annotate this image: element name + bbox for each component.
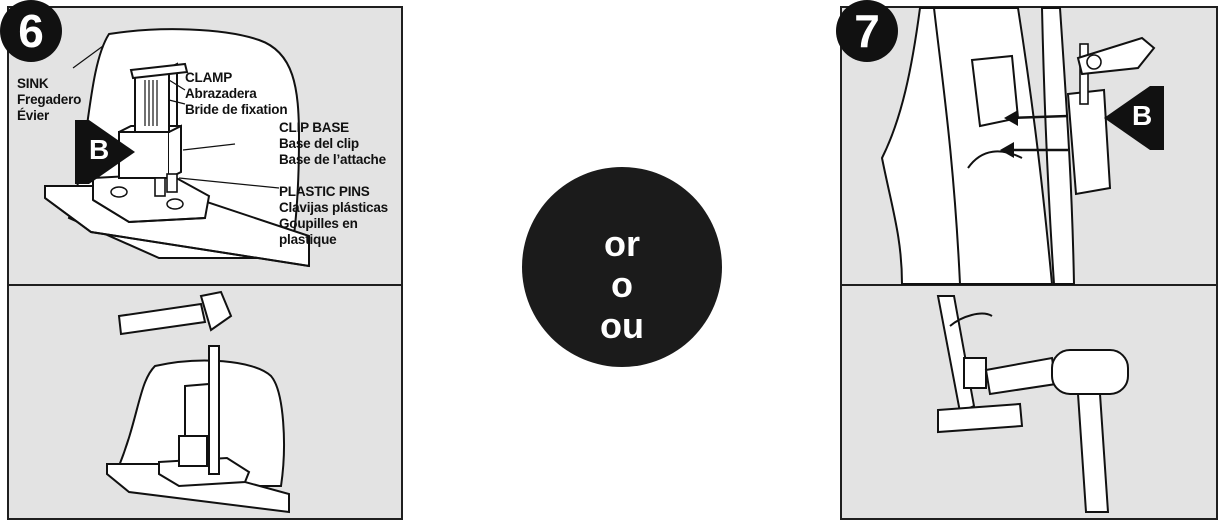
step-7-marker-b: B [1100,86,1164,150]
step-6-badge: 6 [0,0,62,62]
label-clamp-en: CLAMP [185,70,287,86]
step-6-panel: SINK Fregadero Évier CLAMP Abrazadera Br… [7,6,403,520]
step-6-bottom-illustration [9,286,405,522]
label-plastic-pins-fr-2: plastique [279,232,388,248]
step-7-bottom-illustration [842,286,1220,522]
label-sink-en: SINK [17,76,81,92]
label-clamp: CLAMP Abrazadera Bride de fixation [185,70,287,118]
or-text-en: or [522,223,722,264]
label-clip-base-es: Base del clip [279,136,386,152]
marker-letter: B [89,134,109,166]
label-plastic-pins-es: Clavijas plásticas [279,200,388,216]
label-sink: SINK Fregadero Évier [17,76,81,124]
or-text-fr: ou [522,305,722,346]
label-clip-base-en: CLIP BASE [279,120,386,136]
label-sink-es: Fregadero [17,92,81,108]
label-plastic-pins-en: PLASTIC PINS [279,184,388,200]
label-clamp-es: Abrazadera [185,86,287,102]
label-clip-base: CLIP BASE Base del clip Base de l’attach… [279,120,386,168]
label-plastic-pins: PLASTIC PINS Clavijas plásticas Goupille… [279,184,388,248]
label-plastic-pins-fr-1: Goupilles en [279,216,388,232]
step-6-marker-b: B [75,120,139,184]
step-7-panel: B [840,6,1218,520]
label-clip-base-fr: Base de l’attache [279,152,386,168]
or-text-es: o [522,264,722,305]
or-separator: or o ou [522,167,722,367]
label-sink-fr: Évier [17,108,81,124]
step-7-badge: 7 [836,0,898,62]
marker-letter: B [1132,100,1152,132]
label-clamp-fr: Bride de fixation [185,102,287,118]
